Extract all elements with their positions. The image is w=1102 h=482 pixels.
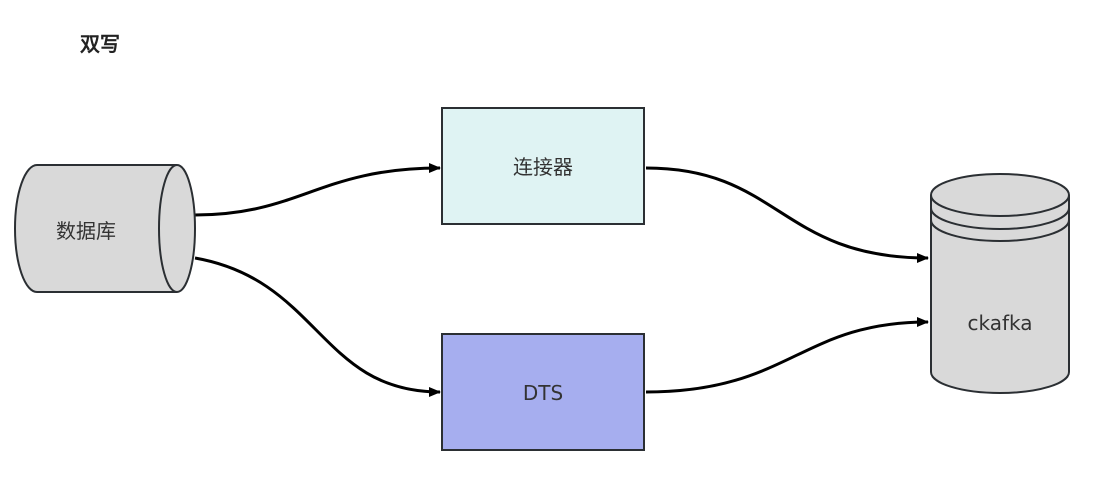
edge-connector-to-ckafka [645,166,929,263]
edge-dts-to-ckafka [645,317,929,394]
database-node[interactable]: 数据库 [14,164,196,293]
database-label: 数据库 [56,219,116,243]
connector-label: 连接器 [513,155,573,179]
connector-node[interactable]: 连接器 [441,107,645,225]
ckafka-label: ckafka [967,311,1032,335]
edge-database-to-dts [194,256,441,397]
dts-node[interactable]: DTS [441,333,645,451]
edge-database-to-connector [194,163,441,217]
dts-label: DTS [523,381,563,405]
diagram-title: 双写 [80,32,120,56]
ckafka-node[interactable]: ckafka [930,173,1070,394]
